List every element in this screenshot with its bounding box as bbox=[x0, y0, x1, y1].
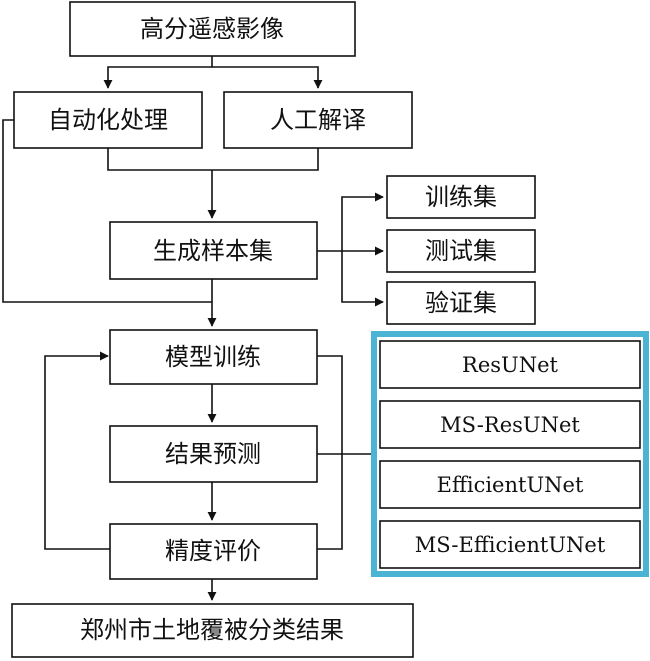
node-labels: 高分遥感影像 自动化处理 人工解译 生成样本集 训练集 测试集 验证集 模型训练… bbox=[48, 15, 606, 644]
label-final-result: 郑州市土地覆被分类结果 bbox=[80, 616, 344, 644]
node-boxes bbox=[11, 1, 536, 658]
box-validation-set bbox=[386, 281, 536, 325]
label-generate-samples: 生成样本集 bbox=[153, 237, 273, 265]
box-model-2 bbox=[379, 460, 641, 509]
box-auto-processing bbox=[13, 91, 203, 149]
label-model-1: MS-ResUNet bbox=[440, 413, 580, 437]
box-result-prediction bbox=[109, 425, 318, 483]
edge-feedback-loop bbox=[44, 351, 110, 550]
box-final-result bbox=[11, 603, 414, 658]
label-validation-set: 验证集 bbox=[425, 289, 497, 317]
box-training-set bbox=[386, 175, 536, 219]
edge-source-to-manual bbox=[212, 66, 323, 89]
label-accuracy-evaluation: 精度评价 bbox=[165, 537, 261, 565]
label-auto-processing: 自动化处理 bbox=[48, 106, 168, 134]
edge-samples-to-train bbox=[317, 192, 384, 252]
box-model-1 bbox=[379, 400, 641, 449]
box-source-image bbox=[69, 1, 356, 57]
label-manual-interpretation: 人工解译 bbox=[270, 106, 366, 134]
edge-samples-to-validation bbox=[341, 251, 384, 307]
label-test-set: 测试集 bbox=[425, 237, 497, 265]
label-source-image: 高分遥感影像 bbox=[140, 15, 284, 43]
box-accuracy-evaluation bbox=[109, 523, 318, 580]
label-model-training: 模型训练 bbox=[165, 343, 261, 371]
label-model-2: EfficientUNet bbox=[437, 473, 584, 497]
box-model-training bbox=[109, 329, 318, 385]
box-model-0 bbox=[379, 340, 641, 389]
box-generate-samples bbox=[109, 221, 318, 280]
box-manual-interpretation bbox=[223, 91, 413, 149]
edge-model-bracket bbox=[317, 355, 343, 550]
edge-merge-to-samples bbox=[107, 148, 319, 171]
box-model-3 bbox=[379, 520, 641, 569]
label-result-prediction: 结果预测 bbox=[165, 440, 261, 468]
box-test-set bbox=[386, 229, 536, 273]
edge-auto-bypass bbox=[2, 119, 212, 303]
connectors bbox=[2, 56, 384, 601]
label-model-3: MS-EfficientUNet bbox=[415, 533, 606, 557]
label-model-0: ResUNet bbox=[462, 353, 559, 377]
model-panel bbox=[371, 331, 649, 577]
label-training-set: 训练集 bbox=[425, 183, 497, 211]
edge-source-to-auto bbox=[103, 56, 213, 89]
